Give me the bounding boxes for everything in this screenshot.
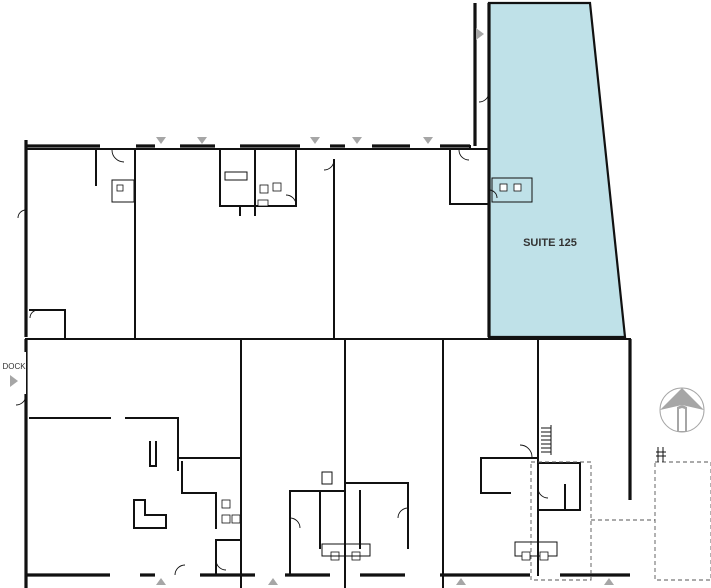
- suite-125-area[interactable]: [487, 1, 627, 339]
- entry-arrow-icon: [156, 578, 166, 585]
- lower-building-walls: [15, 338, 632, 588]
- entry-arrow-icon: [604, 578, 614, 585]
- dock-marker: DOCK: [0, 352, 26, 394]
- entry-arrow-icon: [310, 137, 320, 144]
- entry-arrow-icon: [423, 137, 433, 144]
- dashed-outline: [530, 447, 711, 581]
- upper-rooms: [17, 91, 533, 219]
- entry-arrow-icon: [197, 137, 207, 144]
- dock-label: DOCK: [2, 362, 26, 371]
- entry-arrow-icon: [456, 578, 466, 585]
- entry-arrow-icon: [268, 578, 278, 585]
- entry-arrow-icon: [476, 28, 484, 40]
- upper-building-walls: [24, 3, 491, 338]
- north-arrow-icon: [659, 387, 705, 433]
- entry-arrows-bottom: [156, 578, 614, 585]
- entry-arrow-icon: [156, 137, 166, 144]
- suite-label: SUITE 125: [523, 237, 577, 249]
- entry-arrow-icon: [352, 137, 362, 144]
- dock-arrow-icon: [10, 375, 18, 387]
- entry-arrows-top: [156, 137, 433, 144]
- stairs: [541, 425, 552, 455]
